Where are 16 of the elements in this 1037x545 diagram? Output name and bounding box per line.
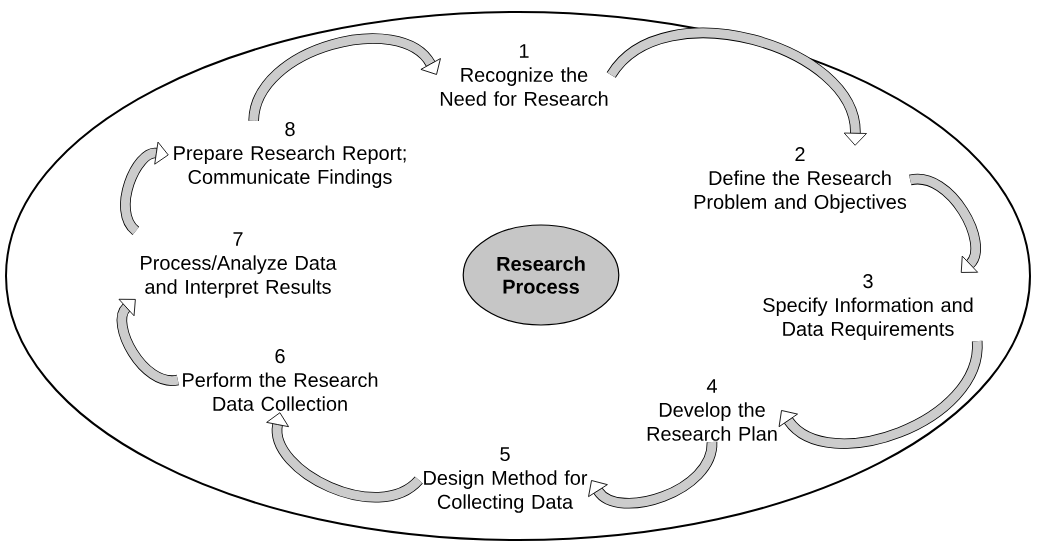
step-label: 3 Specify Information and Data Requirements — [763, 274, 973, 340]
curved-arrow — [248, 33, 441, 122]
curved-arrow — [116, 298, 179, 386]
step-label: 8 Prepare Research Report; Communicate Findings — [174, 122, 406, 188]
step-label: 4 Develop the Research Plan — [647, 379, 777, 441]
curved-arrow — [909, 174, 981, 273]
curved-arrow — [778, 340, 983, 449]
curved-arrow — [266, 412, 423, 503]
step-label: 2 Define the Research Problem and Objectives — [694, 147, 907, 213]
curved-arrow — [588, 441, 718, 509]
step-label: 6 Perform the Research Data Collection — [183, 349, 378, 411]
step-label: 7 Process/Analyze Data and Interpret Results — [141, 232, 337, 298]
step-label: 1 Recognize the Need for Research — [440, 44, 608, 106]
step-label: 5 Design Method for Collecting Data — [424, 447, 588, 513]
curved-arrow — [120, 141, 169, 235]
curved-arrow — [607, 27, 867, 146]
